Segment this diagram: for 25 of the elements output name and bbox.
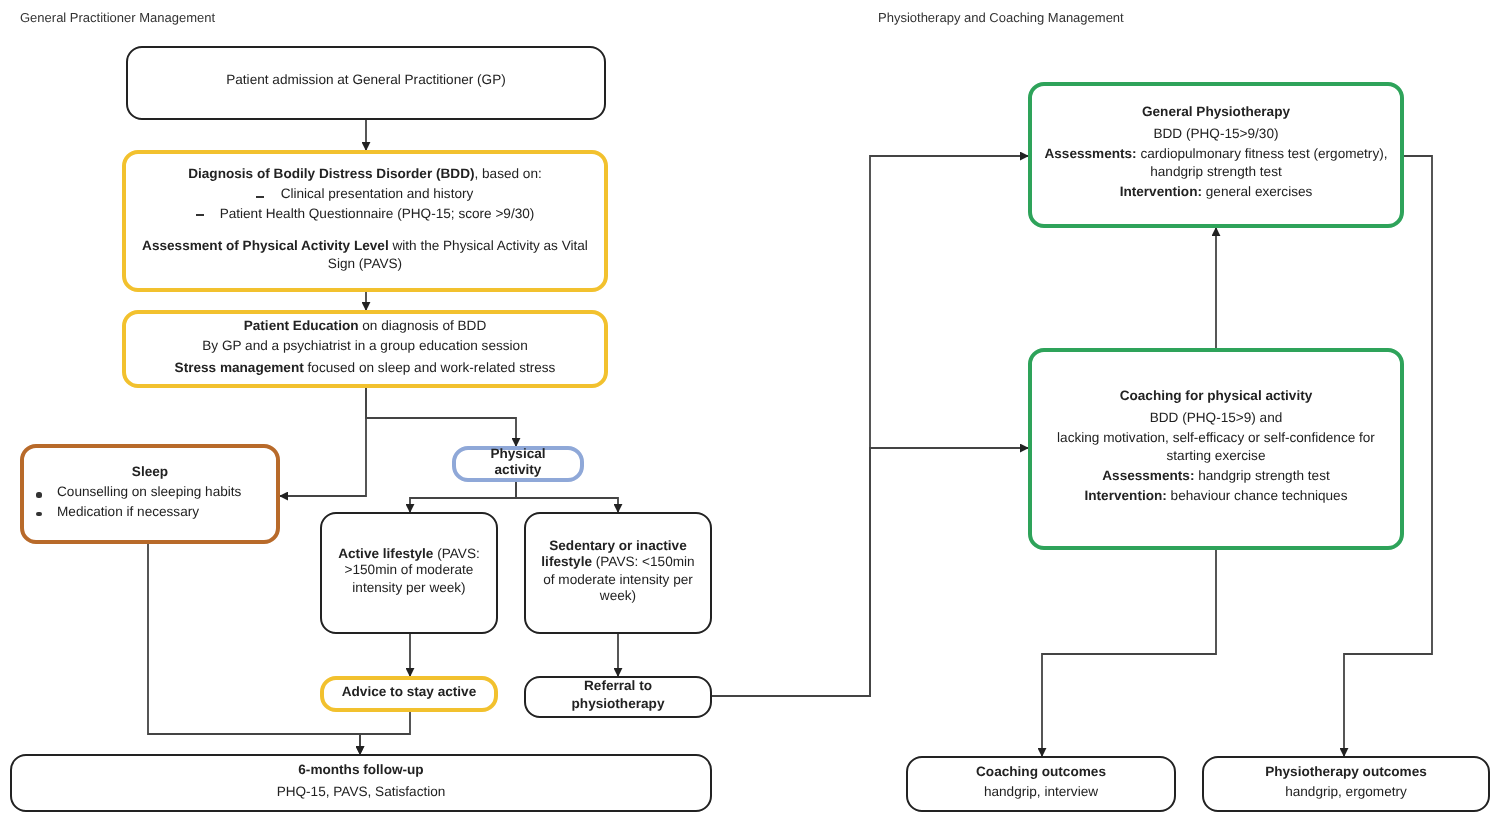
process-box — [524, 512, 712, 634]
process-box — [122, 310, 608, 388]
process-box — [320, 512, 498, 634]
arrow — [365, 387, 521, 447]
arrow — [613, 633, 623, 677]
process-box — [122, 150, 608, 292]
process-box — [320, 676, 498, 712]
arrow — [1037, 549, 1217, 757]
arrow — [1339, 155, 1433, 757]
process-box — [126, 46, 606, 120]
process-box — [452, 446, 584, 482]
arrow — [515, 481, 623, 513]
arrow — [355, 711, 411, 755]
arrow — [361, 291, 371, 311]
arrow — [1211, 227, 1221, 349]
process-box — [1202, 756, 1490, 812]
arrow — [711, 443, 1029, 697]
arrow — [361, 119, 371, 151]
process-box — [10, 754, 712, 812]
process-box — [906, 756, 1176, 812]
process-box — [1028, 348, 1404, 550]
process-box — [1028, 82, 1404, 228]
arrow — [405, 633, 415, 677]
process-box — [524, 676, 712, 718]
process-box — [20, 444, 280, 544]
